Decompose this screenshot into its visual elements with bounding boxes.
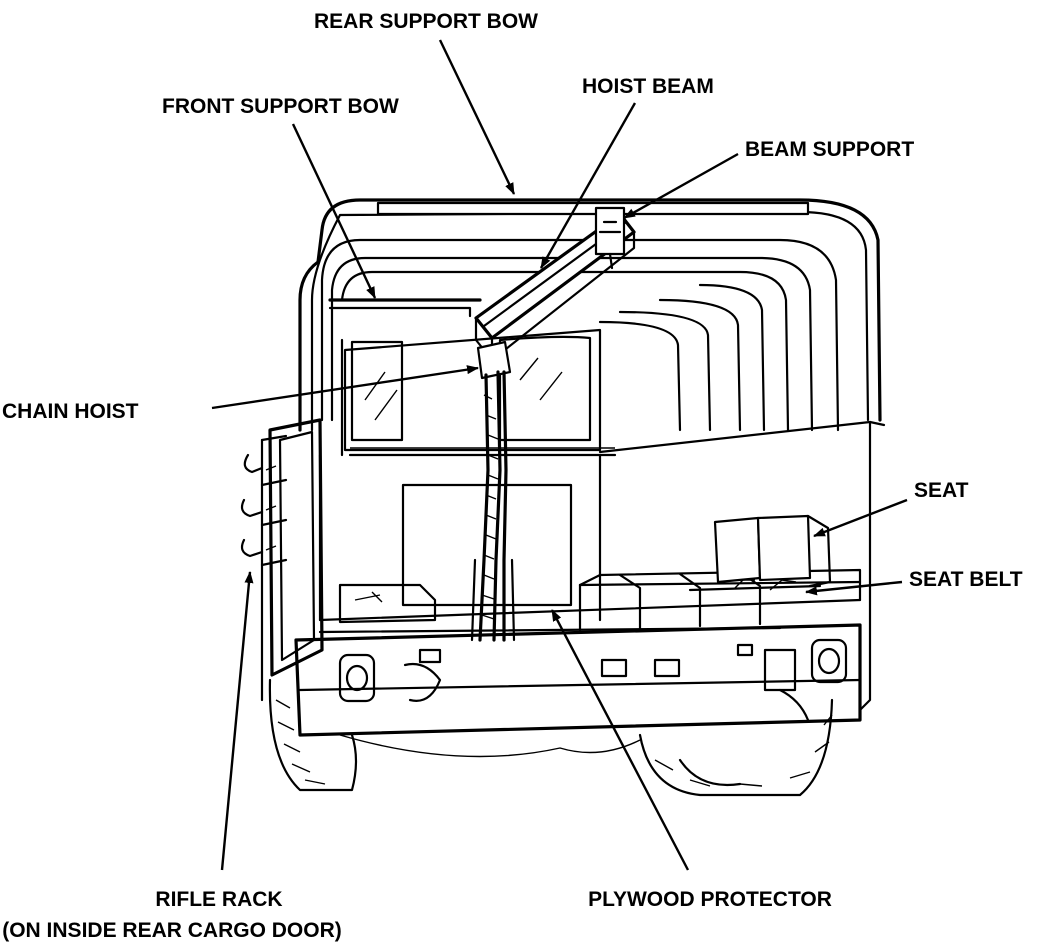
vehicle-illustration	[240, 198, 886, 797]
label-rifle-rack-location: (ON INSIDE REAR CARGO DOOR)	[2, 919, 342, 942]
plywood-protector-arrow	[550, 609, 690, 871]
label-hoist-beam: HOIST BEAM	[582, 75, 714, 98]
chain-hoist-body	[476, 340, 512, 380]
hoist-beam-arrow	[539, 102, 637, 269]
tailgate	[294, 623, 862, 737]
rifle-rack-arrow	[220, 571, 254, 871]
rifle-rack	[240, 434, 288, 567]
underbody	[339, 734, 641, 758]
label-plywood-protector: PLYWOOD PROTECTOR	[588, 888, 832, 911]
seat-belt-arrow	[805, 580, 903, 596]
cab-rear	[340, 328, 617, 457]
callout-labels: REAR SUPPORT BOW HOIST BEAM FRONT SUPPOR…	[2, 10, 1023, 942]
hoist-beam-assembly	[470, 206, 636, 642]
rear-support-bow-arrow	[438, 39, 516, 195]
chain-hoist-arrow	[211, 365, 479, 410]
label-seat-belt: SEAT BELT	[909, 568, 1023, 591]
rear-tires	[268, 678, 834, 797]
seats	[688, 514, 832, 592]
label-front-support-bow: FRONT SUPPORT BOW	[162, 95, 399, 118]
label-rifle-rack: RIFLE RACK	[155, 888, 282, 911]
label-beam-support: BEAM SUPPORT	[745, 138, 914, 161]
seat-arrow	[813, 498, 908, 538]
label-chain-hoist: CHAIN HOIST	[2, 400, 139, 423]
front-support-bow-arrow	[291, 123, 377, 299]
label-rear-support-bow: REAR SUPPORT BOW	[314, 10, 538, 33]
beam-support-arrow	[623, 152, 739, 220]
label-seat: SEAT	[914, 479, 969, 502]
leader-lines	[211, 39, 908, 871]
rear-cargo-door	[240, 418, 324, 702]
